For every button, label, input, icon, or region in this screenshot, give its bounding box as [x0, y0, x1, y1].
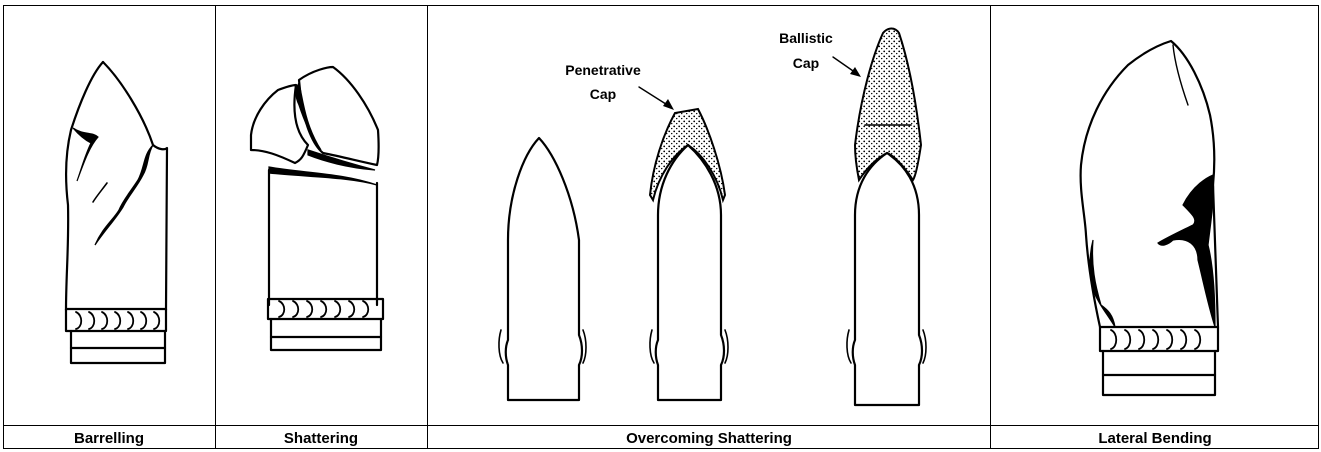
ballistic-capped-bullet-icon — [846, 27, 927, 407]
penetrative-capped-bullet-icon — [648, 107, 729, 402]
plain-bullet-icon — [498, 136, 587, 402]
label-lateral-bending: Lateral Bending — [1098, 430, 1211, 447]
label-shattering: Shattering — [284, 430, 358, 447]
barrelling-bullet-icon — [64, 60, 169, 365]
callout-penetrative-cap-line2: Cap — [590, 86, 616, 102]
capped-bullets-icon — [498, 27, 927, 407]
shattering-bullet-icon — [249, 65, 385, 352]
penetrative-cap-arrow — [638, 86, 674, 110]
bullet-failure-diagram: Barrelling Shattering — [3, 5, 1319, 449]
table-grid — [3, 5, 1319, 449]
callout-penetrative-cap-line1: Penetrative — [565, 62, 641, 78]
callout-ballistic-cap-line1: Ballistic — [779, 30, 833, 46]
ballistic-cap-arrow — [832, 56, 861, 77]
label-overcoming-shattering: Overcoming Shattering — [626, 430, 792, 447]
figure-frame: Barrelling Shattering — [3, 5, 1319, 449]
label-barrelling: Barrelling — [74, 430, 144, 447]
lateral-bending-bullet-icon — [1079, 39, 1220, 397]
callout-ballistic-cap-line2: Cap — [793, 55, 819, 71]
